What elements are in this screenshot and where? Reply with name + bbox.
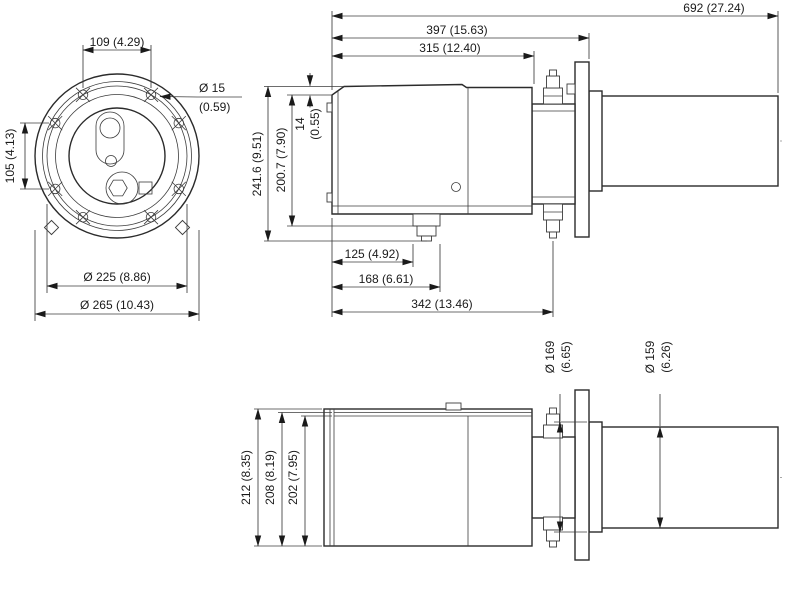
dim-text-mm: Ø 159 bbox=[643, 340, 657, 373]
flange-collar bbox=[588, 90, 603, 192]
top-connector bbox=[445, 402, 462, 411]
flange-collar bbox=[588, 421, 603, 533]
dim-text: 125 (4.92) bbox=[345, 247, 400, 261]
dim-text-in: (6.26) bbox=[659, 341, 673, 372]
dim-lid-offset: 14 (0.55) bbox=[293, 73, 322, 140]
dim-housing-length: 315 (12.40) bbox=[331, 41, 535, 84]
door-latch-bottom bbox=[326, 192, 333, 203]
dim-text: 168 (6.61) bbox=[359, 272, 414, 286]
optics-port bbox=[99, 117, 121, 139]
dim-hole-spacing-horizontal: 109 (4.29) bbox=[82, 35, 152, 88]
dim-text-in: (0.55) bbox=[308, 108, 322, 139]
clamp-tab-right bbox=[174, 219, 191, 236]
analyzer-housing bbox=[323, 402, 533, 547]
bottom-nozzle bbox=[412, 213, 441, 242]
small-port bbox=[105, 155, 117, 167]
dim-hole-diameter: Ø 15 (0.59) bbox=[159, 81, 242, 114]
side-box bbox=[138, 181, 153, 195]
inner-ring-circle bbox=[55, 94, 179, 218]
door-latch-top bbox=[326, 102, 333, 113]
dim-text-mm: Ø 15 bbox=[199, 81, 225, 95]
dim-text: 692 (27.24) bbox=[683, 1, 744, 15]
dim-overall-height: 241.6 (9.51) bbox=[250, 86, 427, 242]
mounting-flange bbox=[574, 61, 590, 238]
dim-text: 105 (4.13) bbox=[3, 129, 17, 184]
dim-text-mm: Ø 169 bbox=[543, 340, 557, 373]
dim-text: 212 (8.35) bbox=[239, 450, 253, 505]
clamp-tab-left bbox=[43, 219, 60, 236]
dim-purge-port: 342 (13.46) bbox=[331, 241, 554, 317]
flange-ring-circle bbox=[42, 81, 192, 231]
dim-text: 241.6 (9.51) bbox=[250, 132, 264, 197]
hex-plug bbox=[108, 179, 128, 197]
dim-text: 315 (12.40) bbox=[419, 41, 480, 55]
dim-text: 397 (15.63) bbox=[426, 23, 487, 37]
dim-text: 208 (8.19) bbox=[263, 450, 277, 505]
probe-tube bbox=[588, 95, 779, 187]
dim-text: Ø 265 (10.43) bbox=[80, 298, 154, 312]
mounting-flange bbox=[574, 389, 590, 561]
dim-overall-length: 692 (27.24) bbox=[331, 1, 779, 93]
purge-fitting-top bbox=[543, 69, 563, 105]
plan-view: Ø 169 (6.65) Ø 159 (6.26) 212 (8.35) 208… bbox=[239, 340, 783, 561]
dim-outer-diameter: Ø 265 (10.43) bbox=[34, 230, 200, 321]
dim-inner-width: 202 (7.95) bbox=[286, 415, 332, 547]
adapter-section bbox=[531, 103, 576, 205]
front-face-features bbox=[43, 111, 191, 236]
dim-housing-height: 200.7 (7.90) bbox=[274, 94, 417, 227]
face-circle bbox=[68, 107, 166, 205]
dim-text: Ø 225 (8.86) bbox=[83, 270, 150, 284]
purge-fitting-bottom bbox=[543, 203, 563, 239]
analyzer-housing bbox=[326, 83, 533, 215]
dim-text: 202 (7.95) bbox=[286, 450, 300, 505]
dim-text-in: (6.65) bbox=[559, 341, 573, 372]
dim-bolt-circle-diameter: Ø 225 (8.86) bbox=[46, 204, 188, 293]
dim-hole-spacing-vertical: 105 (4.13) bbox=[3, 122, 49, 190]
flange-stud-top bbox=[566, 83, 576, 95]
dim-flange-collar-diameter: Ø 169 (6.65) bbox=[543, 340, 587, 533]
dim-text: 342 (13.46) bbox=[411, 297, 472, 311]
dim-nozzle-end: 168 (6.61) bbox=[331, 244, 441, 292]
plug-boss bbox=[105, 171, 139, 205]
dim-housing-width: 208 (8.19) bbox=[263, 412, 332, 547]
dim-text: 200.7 (7.90) bbox=[274, 128, 288, 193]
adapter-section bbox=[531, 436, 576, 519]
dim-text-mm: 14 bbox=[293, 117, 307, 131]
sight-slot bbox=[95, 111, 125, 165]
dim-text: 109 (4.29) bbox=[90, 35, 145, 49]
bolt-holes bbox=[47, 87, 187, 225]
cable-gland bbox=[451, 182, 461, 192]
side-view: 692 (27.24) 397 (15.63) 315 (12.40) 241.… bbox=[250, 1, 783, 317]
front-view: 109 (4.29) 105 (4.13) Ø 15 (0.59) Ø 225 … bbox=[3, 35, 242, 321]
dim-length-to-flange: 397 (15.63) bbox=[331, 23, 590, 59]
probe-tube bbox=[588, 426, 779, 529]
dim-text-in: (0.59) bbox=[199, 100, 230, 114]
outer-flange-circle bbox=[34, 73, 200, 239]
dim-overall-width: 212 (8.35) bbox=[239, 408, 322, 547]
dim-nozzle-start: 125 (4.92) bbox=[331, 244, 414, 267]
dim-tube-diameter: Ø 159 (6.26) bbox=[643, 340, 673, 529]
bolt-circle bbox=[46, 85, 188, 227]
